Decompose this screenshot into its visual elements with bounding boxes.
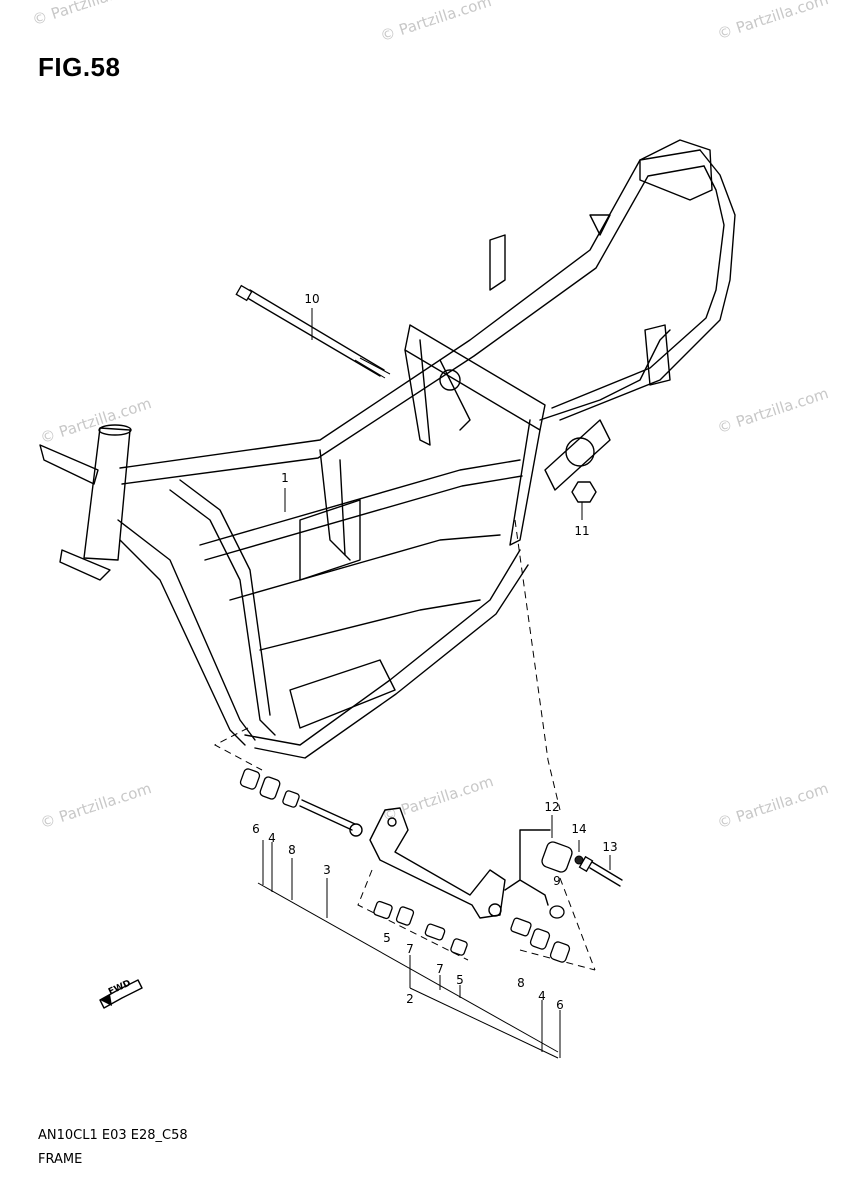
callout-12: 12 xyxy=(544,800,560,814)
leader-lines xyxy=(213,308,611,1059)
diagram-code: AN10CL1 E03 E28_C58 xyxy=(38,1128,188,1143)
callout-8a: 8 xyxy=(288,843,296,857)
frame-body xyxy=(39,139,736,759)
callout-5a: 5 xyxy=(383,931,391,945)
callout-7b: 7 xyxy=(436,962,444,976)
callout-13: 13 xyxy=(602,840,618,854)
callout-4a: 4 xyxy=(268,831,276,845)
callout-8b: 8 xyxy=(517,976,525,990)
callout-1: 1 xyxy=(281,471,289,485)
exploded-parts xyxy=(239,768,623,963)
callout-3: 3 xyxy=(323,863,331,877)
callout-14: 14 xyxy=(571,822,587,836)
diagram-name: FRAME xyxy=(38,1152,83,1167)
callout-2: 2 xyxy=(406,992,414,1006)
callout-5b: 5 xyxy=(456,973,464,987)
callout-6b: 6 xyxy=(556,998,564,1012)
callout-9: 9 xyxy=(553,874,561,888)
callout-11: 11 xyxy=(574,524,590,538)
forward-arrow-icon xyxy=(99,979,143,1009)
callout-6a: 6 xyxy=(252,822,260,836)
callout-7a: 7 xyxy=(406,942,414,956)
figure-title: FIG.58 xyxy=(38,52,121,82)
callout-10: 10 xyxy=(304,292,320,306)
callout-4b: 4 xyxy=(538,989,546,1003)
